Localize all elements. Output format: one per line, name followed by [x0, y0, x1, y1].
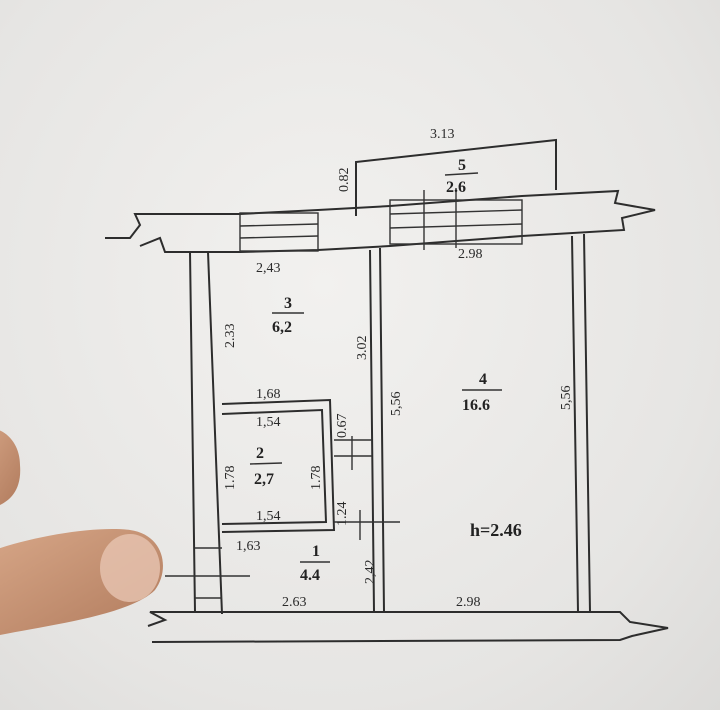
room2-door	[334, 436, 372, 470]
room1-area: 4.4	[300, 567, 320, 584]
room4-number: 4	[479, 371, 487, 388]
dim-balcony-depth: 0.82	[337, 168, 352, 193]
room4-area: 16.6	[462, 397, 490, 414]
balcony-outline	[355, 138, 557, 216]
bottom-wall	[147, 611, 669, 643]
dim-room3-side: 3.02	[355, 336, 370, 361]
window-left	[239, 212, 319, 252]
dim-room4-left: 5,56	[389, 392, 404, 417]
finger-image	[0, 430, 163, 635]
room5-area: 2.6	[446, 179, 466, 196]
dim-room1-side: 2,42	[363, 560, 378, 585]
window-right	[389, 188, 523, 250]
room5-number: 5	[458, 157, 466, 174]
dim-room2-right: 1.78	[309, 466, 324, 491]
dim-room4-top: 2.98	[458, 247, 483, 262]
dim-room3-width: 2,43	[256, 261, 281, 276]
dim-room2-left: 1.78	[223, 466, 238, 491]
dim-room2-bottom: 1,54	[256, 509, 281, 524]
dim-room2-door: 0.67	[335, 414, 350, 439]
dim-room1-top: 1,63	[236, 539, 261, 554]
room2-area: 2,7	[254, 471, 274, 488]
left-wall	[189, 251, 223, 615]
room2-number: 2	[256, 445, 264, 462]
room3-number: 3	[284, 295, 292, 312]
dim-room1-bottom: 2.63	[282, 595, 307, 610]
room2-walls	[221, 398, 336, 533]
partition-3-4	[369, 247, 385, 613]
dim-balcony-width: 3.13	[430, 127, 455, 142]
right-wall	[571, 233, 591, 613]
ceiling-height: h=2.46	[470, 520, 522, 540]
top-wall-outer	[105, 189, 656, 239]
entrance-door	[165, 510, 400, 599]
dim-room2-top-outer: 1,68	[256, 387, 281, 402]
dim-room4-right: 5,56	[559, 386, 574, 411]
dim-room4-bottom: 2.98	[456, 595, 481, 610]
room3-area: 6,2	[272, 319, 292, 336]
top-wall-inner	[139, 235, 523, 253]
room1-number: 1	[312, 543, 320, 560]
dim-room2-top-inner: 1,54	[256, 415, 281, 430]
dim-room2-side: 1.24	[335, 502, 350, 527]
dim-room3-depth: 2.33	[223, 324, 238, 349]
